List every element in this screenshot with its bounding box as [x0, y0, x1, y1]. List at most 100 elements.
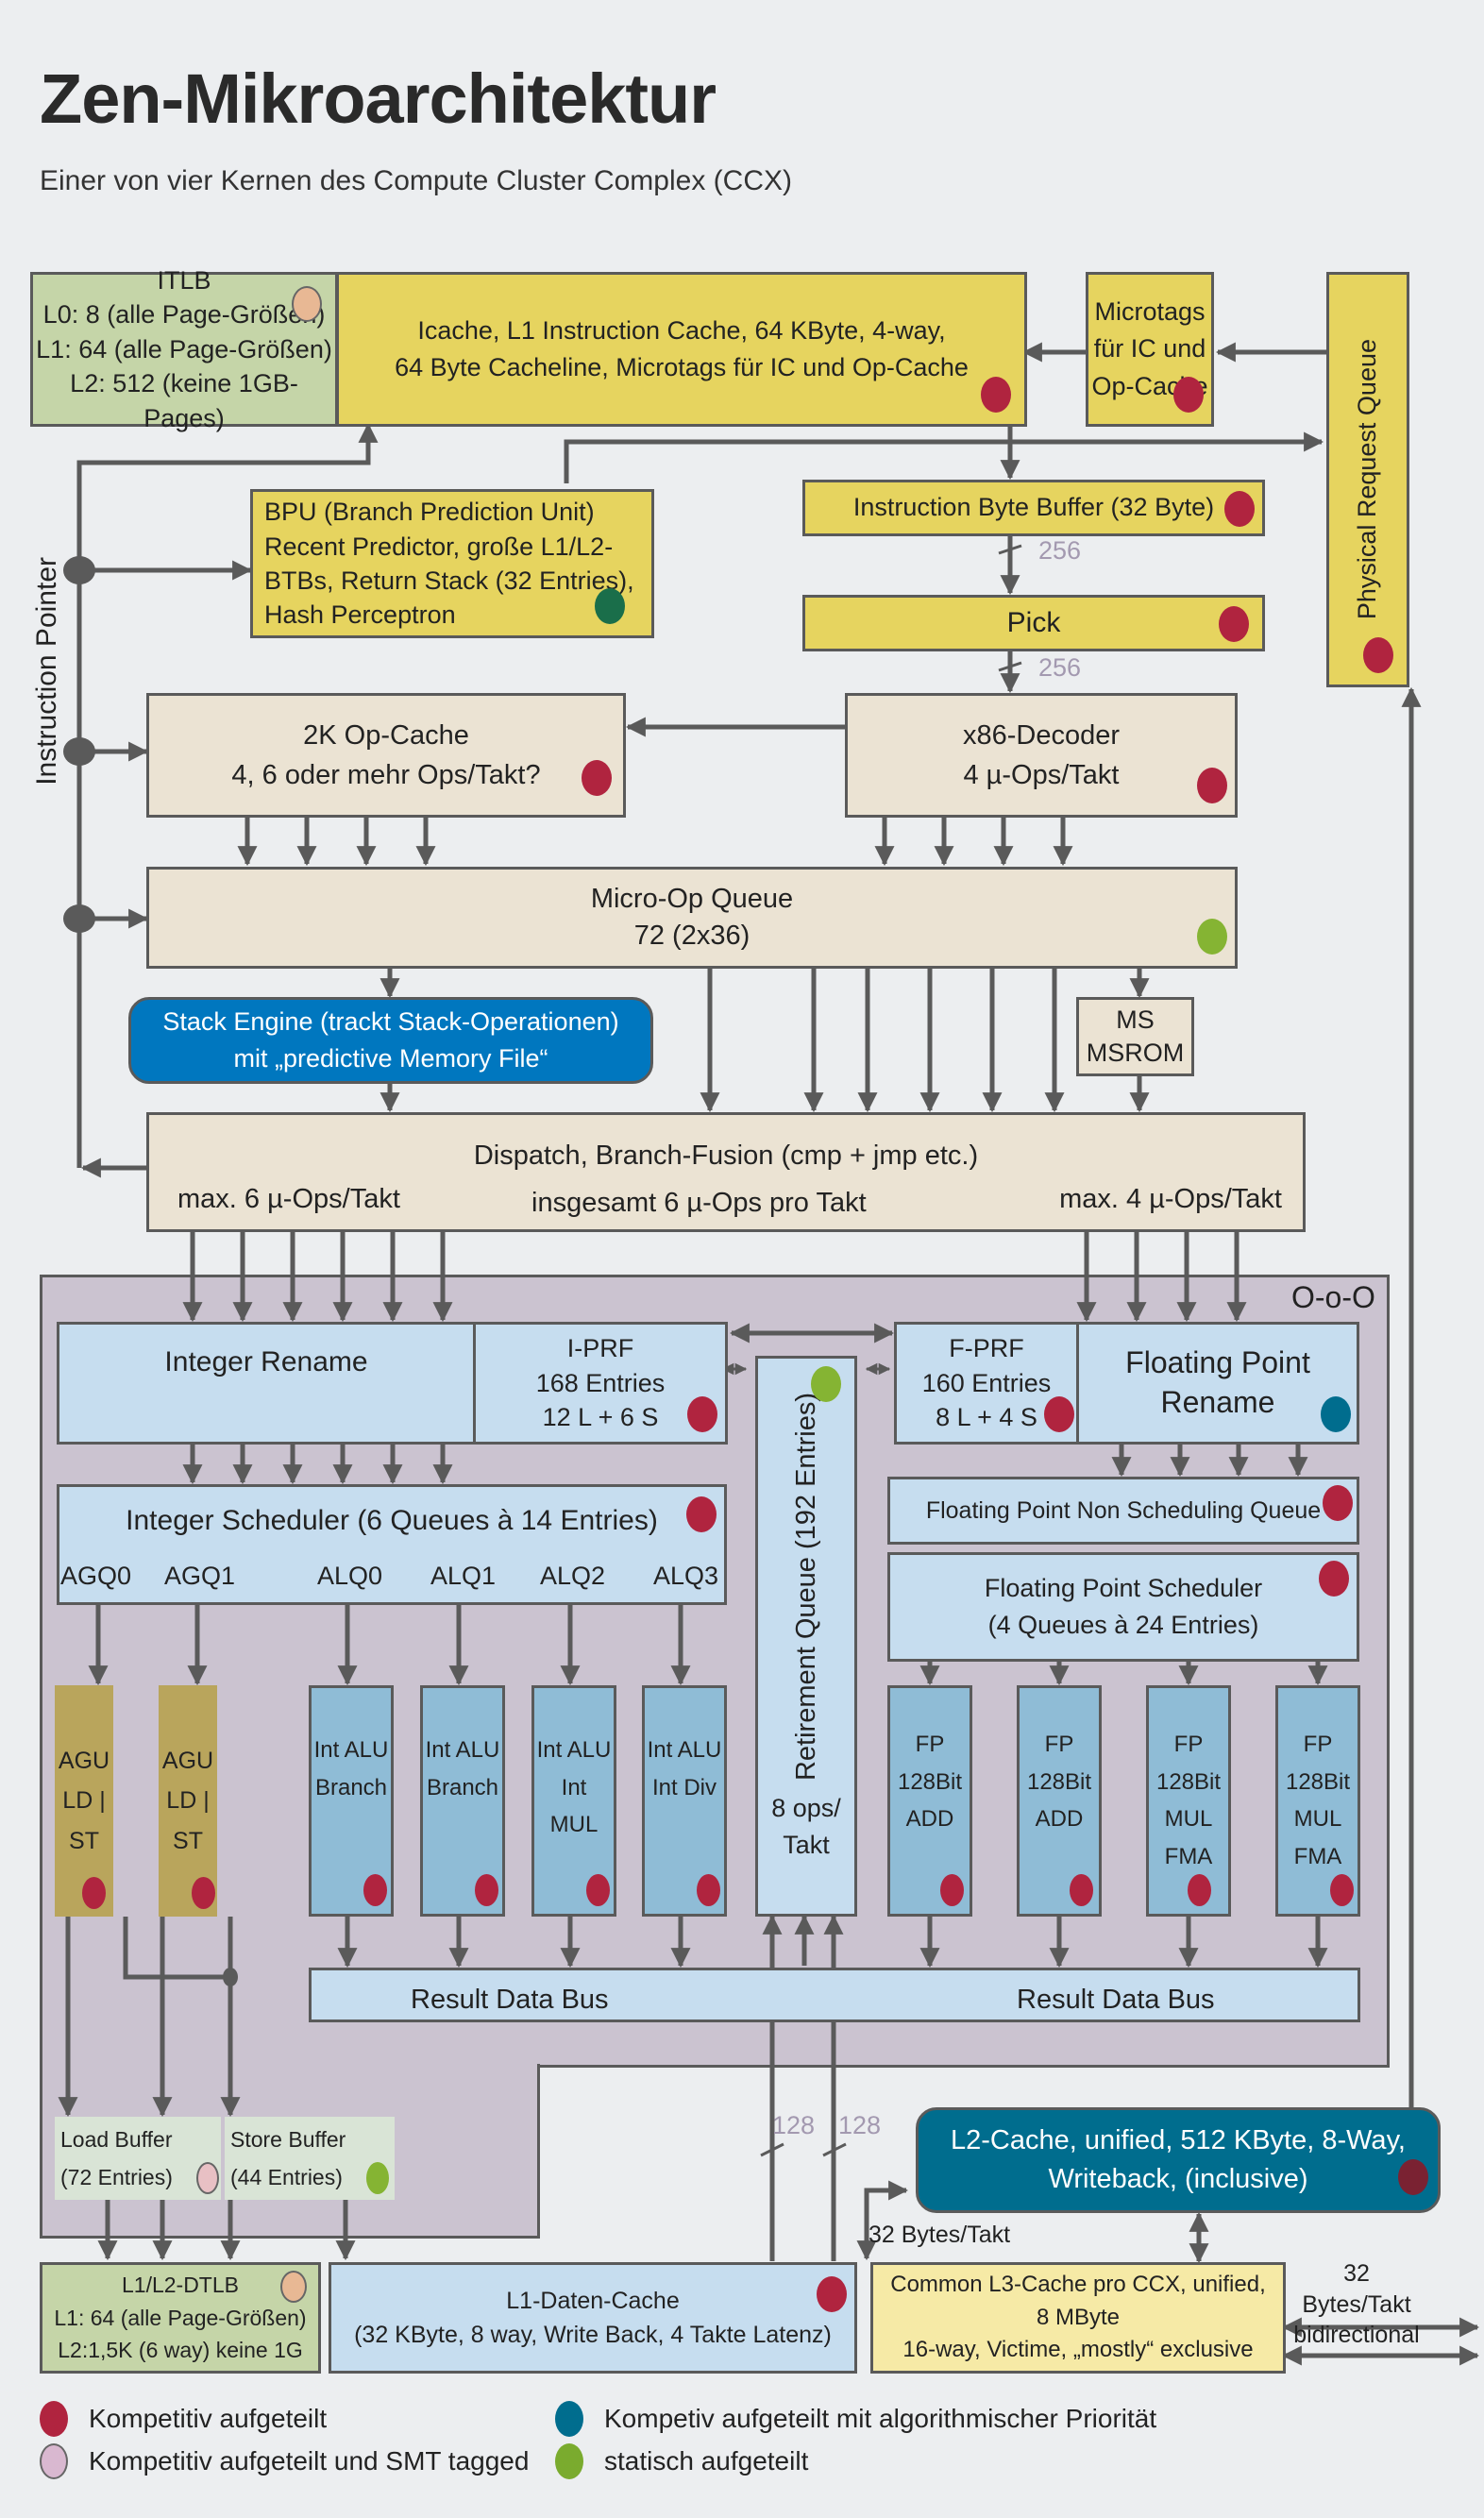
- iprf-line: 12 L + 6 S: [542, 1403, 659, 1432]
- legend-item: Kompetitiv aufgeteilt: [40, 2401, 327, 2437]
- agu-unit[interactable]: AGU LD | ST: [55, 1685, 113, 1917]
- pick-label: Pick: [1006, 607, 1061, 639]
- fp-unit-line: FP: [1173, 1732, 1204, 1757]
- retirement-queue-block[interactable]: Retirement Queue (192 Entries) 8 ops/ Ta…: [755, 1356, 857, 1917]
- dtlb-block[interactable]: L1/L2-DTLB L1: 64 (alle Page-Größen) L2:…: [40, 2262, 321, 2374]
- l1-data-cache-block[interactable]: L1-Daten-Cache (32 KByte, 8 way, Write B…: [329, 2262, 857, 2374]
- icache-line: 64 Byte Cacheline, Microtags für IC und …: [395, 353, 969, 381]
- integer-scheduler-block[interactable]: Integer Scheduler (6 Queues à 14 Entries…: [57, 1484, 727, 1605]
- dispatch-title: Dispatch, Branch-Fusion (cmp + jmp etc.): [473, 1141, 979, 1171]
- dispatch-center: insgesamt 6 µ-Ops pro Takt: [531, 1188, 867, 1218]
- load-buffer-block[interactable]: Load Buffer (72 Entries): [55, 2117, 221, 2200]
- ibb-label: Instruction Byte Buffer (32 Byte): [852, 493, 1215, 522]
- microtags-block[interactable]: Microtags für IC und Op-Cache: [1086, 272, 1214, 427]
- fp-unit[interactable]: FP 128Bit MUL FMA: [1275, 1685, 1360, 1917]
- result-data-bus[interactable]: Result Data Bus Result Data Bus: [309, 1968, 1360, 2022]
- int-alu-unit[interactable]: Int ALU Branch: [309, 1685, 394, 1917]
- stack-engine-block[interactable]: Stack Engine (trackt Stack-Operationen) …: [128, 997, 653, 1084]
- instruction-byte-buffer-block[interactable]: Instruction Byte Buffer (32 Byte): [802, 480, 1265, 536]
- bpu-line: BTBs, Return Stack (32 Entries),: [264, 566, 634, 595]
- branch-prediction-unit-block[interactable]: BPU (Branch Prediction Unit) Recent Pred…: [250, 489, 654, 638]
- fp-scheduler-line: (4 Queues à 24 Entries): [987, 1611, 1259, 1639]
- competitive-marker: [582, 760, 612, 796]
- competitive-marker: [1323, 1485, 1353, 1521]
- dtlb-line: L2:1,5K (6 way) keine 1G: [58, 2338, 303, 2363]
- fp-scheduler-block[interactable]: Floating Point Scheduler (4 Queues à 24 …: [887, 1552, 1359, 1662]
- op-cache-block[interactable]: 2K Op-Cache 4, 6 oder mehr Ops/Takt?: [146, 693, 626, 818]
- bpu-line: BPU (Branch Prediction Unit): [264, 498, 595, 527]
- int-alu-unit[interactable]: Int ALU Int Div: [642, 1685, 727, 1917]
- fprf-line: 160 Entries: [921, 1368, 1052, 1397]
- fp-unit-line: 128Bit: [1155, 1768, 1222, 1795]
- fp-unit-line: FP: [1044, 1732, 1074, 1757]
- load-buffer-line: (72 Entries): [60, 2165, 173, 2189]
- l3-bandwidth-line: bidirectional: [1293, 2322, 1420, 2348]
- moq-line: Micro-Op Queue: [590, 883, 794, 914]
- l3-cache-block[interactable]: Common L3-Cache pro CCX, unified, 8 MByt…: [870, 2262, 1286, 2374]
- integer-prf-block[interactable]: I-PRF 168 Entries 12 L + 6 S: [473, 1322, 728, 1445]
- int-alu-unit[interactable]: Int ALU Int MUL: [531, 1685, 616, 1917]
- icache-line: Icache, L1 Instruction Cache, 64 KByte, …: [417, 315, 946, 345]
- competitive-marker: [697, 1874, 720, 1906]
- stack-engine-line: Stack Engine (trackt Stack-Operationen): [162, 1006, 619, 1036]
- msrom-line: MS: [1116, 1005, 1155, 1034]
- fp-unit-line: 128Bit: [1026, 1768, 1092, 1795]
- fprf-line: F-PRF: [949, 1334, 1024, 1363]
- competitive-marker: [1197, 768, 1227, 803]
- fp-scheduler-line: Floating Point Scheduler: [984, 1573, 1263, 1602]
- store-buffer-block[interactable]: Store Buffer (44 Entries): [225, 2117, 395, 2200]
- dispatch-right: max. 4 µ-Ops/Takt: [1059, 1184, 1282, 1214]
- msrom-block[interactable]: MS MSROM: [1076, 997, 1194, 1076]
- int-alu-line: Int ALU: [425, 1737, 500, 1763]
- competitive-marker: [1398, 2159, 1428, 2195]
- microtags-line: für IC und: [1093, 334, 1206, 363]
- agu-line: AGU: [58, 1747, 110, 1774]
- itlb-block[interactable]: ITLB L0: 8 (alle Page-Größen) L1: 64 (al…: [30, 266, 338, 432]
- fp-unit-line: MUL: [1293, 1806, 1342, 1833]
- micro-op-queue-block[interactable]: Micro-Op Queue 72 (2x36): [146, 867, 1238, 969]
- dynamic-marker: [595, 588, 625, 624]
- result-bus-right-label: Result Data Bus: [1017, 1985, 1215, 2015]
- competitive-marker: [981, 377, 1011, 413]
- page-title: Zen-Mikroarchitektur: [40, 59, 717, 138]
- l3-bandwidth-line: 32 Bytes/Takt: [1302, 2260, 1411, 2318]
- int-alu-unit[interactable]: Int ALU Branch: [420, 1685, 505, 1917]
- fp-unit[interactable]: FP 128Bit ADD: [1017, 1685, 1102, 1917]
- l1-instruction-cache-block[interactable]: Icache, L1 Instruction Cache, 64 KByte, …: [336, 272, 1027, 427]
- fp-unit-line: FMA: [1293, 1843, 1342, 1869]
- smt-tagged-marker: [280, 2271, 307, 2303]
- smt-tagged-marker: [196, 2162, 219, 2194]
- agu-line: LD | ST: [62, 1787, 106, 1854]
- fp-prf-block[interactable]: F-PRF 160 Entries 8 L + 4 S: [894, 1322, 1079, 1445]
- fp-unit[interactable]: FP 128Bit MUL FMA: [1146, 1685, 1231, 1917]
- competitive-marker: [1219, 606, 1249, 642]
- fp-non-scheduling-queue-block[interactable]: Floating Point Non Scheduling Queue: [887, 1477, 1359, 1545]
- queue-label-alq0: ALQ0: [317, 1562, 383, 1590]
- retirement-queue-label: Retirement Queue (192 Entries): [790, 1393, 821, 1782]
- dtlb-title: L1/L2-DTLB: [121, 2273, 239, 2298]
- l3-line: Common L3-Cache pro CCX, unified,: [890, 2271, 1266, 2297]
- static-marker: [811, 1366, 841, 1402]
- l2-cache-block[interactable]: L2-Cache, unified, 512 KByte, 8-Way, Wri…: [916, 2107, 1441, 2213]
- fp-rename-line: Rename: [1160, 1385, 1275, 1419]
- retirement-rate-line: 8 ops/: [771, 1794, 841, 1823]
- static-marker: [1197, 919, 1227, 955]
- physical-request-queue-block[interactable]: Physical Request Queue: [1326, 272, 1409, 687]
- competitive-marker: [940, 1874, 964, 1906]
- x86-decoder-block[interactable]: x86-Decoder 4 µ-Ops/Takt: [845, 693, 1238, 818]
- agu-line: AGU: [161, 1747, 214, 1774]
- integer-rename-block[interactable]: Integer Rename: [57, 1322, 476, 1445]
- fp-rename-block[interactable]: Floating Point Rename: [1076, 1322, 1359, 1445]
- int-alu-line: Int Div: [651, 1774, 717, 1800]
- bus-width-label: 256: [1038, 536, 1082, 565]
- dispatch-block[interactable]: Dispatch, Branch-Fusion (cmp + jmp etc.)…: [146, 1112, 1306, 1232]
- fp-unit-line: FP: [1303, 1732, 1333, 1757]
- prq-label: Physical Request Queue: [1353, 339, 1382, 620]
- competitive-marker: [192, 1877, 215, 1909]
- bpu-line: Hash Perceptron: [264, 600, 456, 630]
- pick-block[interactable]: Pick: [802, 595, 1265, 651]
- agu-unit[interactable]: AGU LD | ST: [159, 1685, 217, 1917]
- fp-unit-line: ADD: [905, 1806, 954, 1833]
- competitive-marker: [586, 1874, 610, 1906]
- fp-unit[interactable]: FP 128Bit ADD: [887, 1685, 972, 1917]
